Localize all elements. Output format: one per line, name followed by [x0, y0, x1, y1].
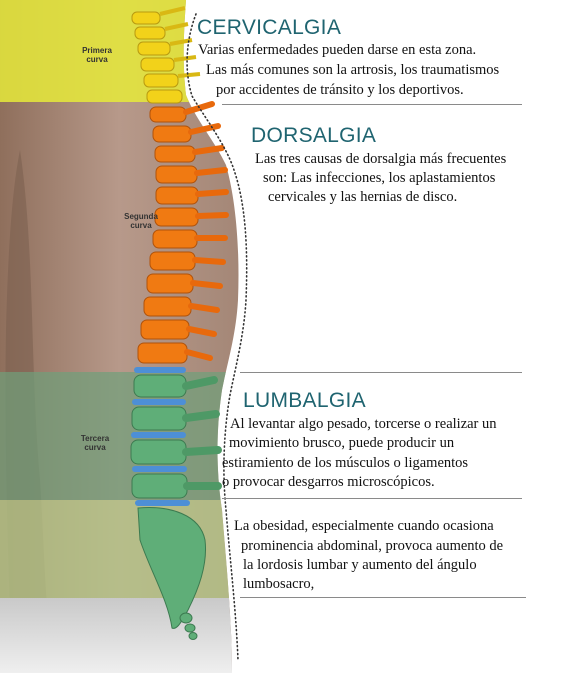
obesidad-line-4: lumbosacro, [243, 576, 315, 592]
lumbalgia-line-1: Al levantar algo pesado, torcerse o real… [230, 416, 497, 432]
dorsalgia-line-2: son: Las infecciones, los aplastamientos [263, 170, 496, 186]
cervicalgia-line-2: Las más comunes son la artrosis, los tra… [206, 62, 500, 78]
obesidad-line-2: prominencia abdominal, provoca aumento d… [241, 538, 504, 554]
dotted-divider [186, 13, 248, 661]
cervicalgia-rule [222, 104, 522, 105]
lumbalgia-line-3: estiramiento de los músculos o ligamento… [222, 455, 469, 471]
spine [130, 6, 229, 640]
primera-curva-label: Primera curva [82, 46, 112, 64]
lumbar-zone-band [0, 372, 239, 500]
cervicalgia-line-3: por accidentes de tránsito y los deporti… [216, 82, 464, 98]
cervical-vertebrae [131, 6, 201, 104]
dorsalgia-line-1: Las tres causas de dorsalgia más frecuen… [255, 151, 507, 167]
coccyx [179, 612, 198, 640]
thoracic-vertebrae [137, 101, 229, 364]
cervicalgia-line-1: Varias enfermedades pueden darse en esta… [198, 42, 477, 58]
segunda-curva-label: Segunda curva [124, 212, 158, 230]
dorsalgia-line-3: cervicales y las hernias de disco. [268, 189, 458, 205]
dorsalgia-rule [240, 372, 522, 373]
sacrum [137, 506, 207, 629]
lumbalgia-line-2: movimiento brusco, puede producir un [229, 435, 455, 451]
lumbalgia-heading: LUMBALGIA [243, 389, 366, 412]
cervicalgia-heading: CERVICALGIA [197, 16, 342, 39]
lumbar-vertebrae [130, 367, 222, 640]
obesidad-line-3: la lordosis lumbar y aumento del ángulo [243, 557, 477, 573]
lumbalgia-rule [222, 498, 522, 499]
obesidad-line-1: La obesidad, especialmente cuando ocasio… [234, 518, 494, 534]
lumbalgia-line-4: o provocar desgarros microscópicos. [222, 474, 435, 490]
obesidad-rule [240, 597, 526, 598]
tercera-curva-label: Tercera curva [80, 434, 110, 452]
dorsalgia-heading: DORSALGIA [251, 124, 377, 147]
legs-zone [0, 598, 239, 673]
sacral-zone-band [0, 500, 239, 598]
